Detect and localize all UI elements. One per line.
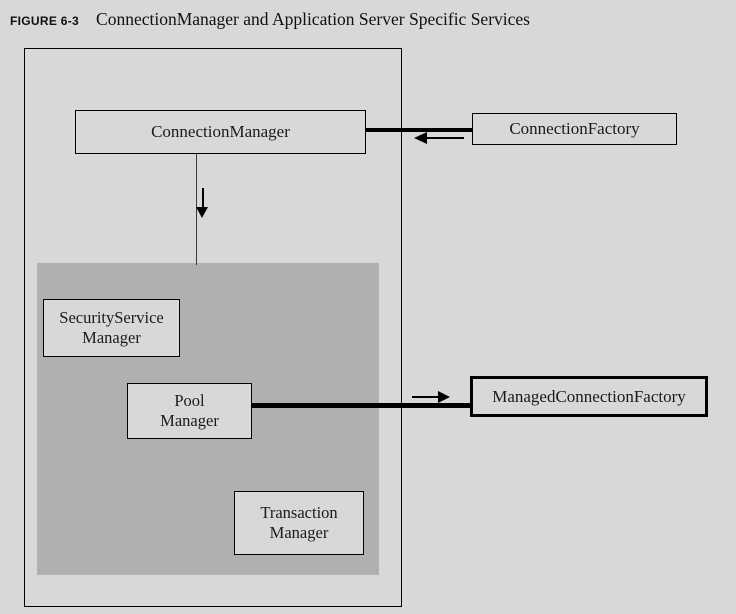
node-security-service-manager: SecurityService Manager [43,299,180,357]
node-security-service-manager-label-line2: Manager [82,328,141,347]
down-arrow-icon [196,207,208,218]
node-managed-connection-factory-label: ManagedConnectionFactory [492,386,686,406]
node-transaction-manager-label-line2: Manager [269,523,329,542]
node-managed-connection-factory: ManagedConnectionFactory [470,376,708,417]
node-pool-manager-label-line2: Manager [160,411,219,430]
right-arrow-icon [438,391,450,403]
node-transaction-manager-label-line1: Transaction [260,503,338,522]
node-security-service-manager-label-line1: SecurityService [59,308,164,327]
node-transaction-manager: Transaction Manager [234,491,364,555]
down-arrow-tail [202,188,204,207]
figure-title: ConnectionManager and Application Server… [96,9,530,29]
node-connection-factory: ConnectionFactory [472,113,677,145]
connector-line-poolmanager-to-managedconnectionfactory [251,403,470,408]
node-connection-manager-label: ConnectionManager [151,122,290,141]
figure-caption: FIGURE 6-3 ConnectionManager and Applica… [10,9,530,30]
node-connection-factory-label: ConnectionFactory [509,119,640,138]
right-arrow-tail [412,396,438,398]
application-server-boundary-box [24,48,402,607]
connector-line-connectionfactory-to-connectionmanager [366,128,472,132]
node-pool-manager-label-line1: Pool [174,391,205,410]
figure-label: FIGURE 6-3 [10,14,80,28]
node-connection-manager: ConnectionManager [75,110,366,154]
node-pool-manager: Pool Manager [127,383,252,439]
left-arrow-icon [414,132,427,144]
left-arrow-tail [427,137,464,139]
